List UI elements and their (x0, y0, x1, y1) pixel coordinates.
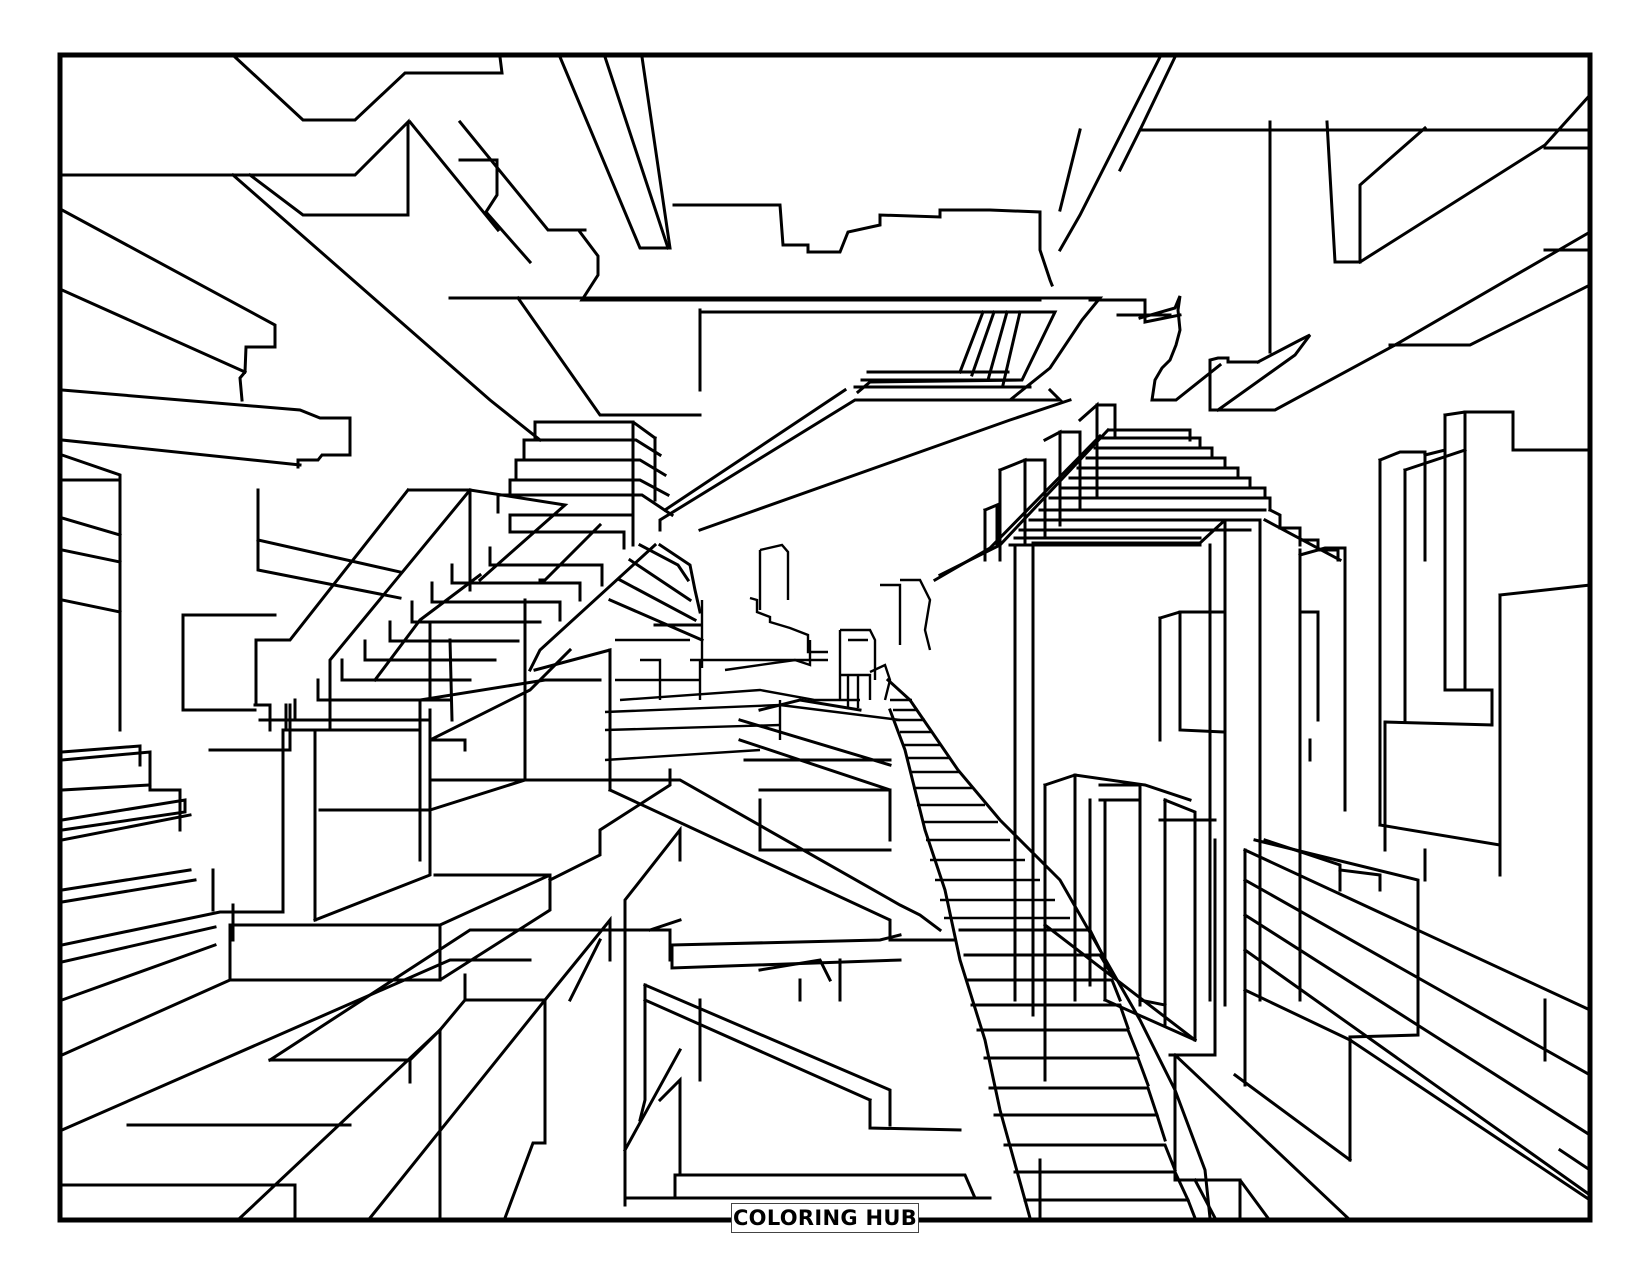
right-pyramid (932, 427, 1343, 583)
brand-label: COLORING HUB (731, 1203, 919, 1233)
left-floating-blocks (60, 598, 672, 1057)
left-pyramid-stairs (208, 420, 704, 862)
distant-city (604, 543, 932, 762)
lower-left-blocks (60, 915, 672, 1221)
ceiling-beams-right (1116, 54, 1593, 413)
central-staircase (885, 677, 1212, 1220)
ceiling-beams-center (448, 54, 1182, 532)
right-buildings (983, 401, 1592, 1017)
center-ramps (608, 698, 992, 1207)
left-buildings (60, 478, 402, 964)
ceiling-beams-left (59, 54, 587, 562)
right-lower-walls (1042, 773, 1593, 1223)
